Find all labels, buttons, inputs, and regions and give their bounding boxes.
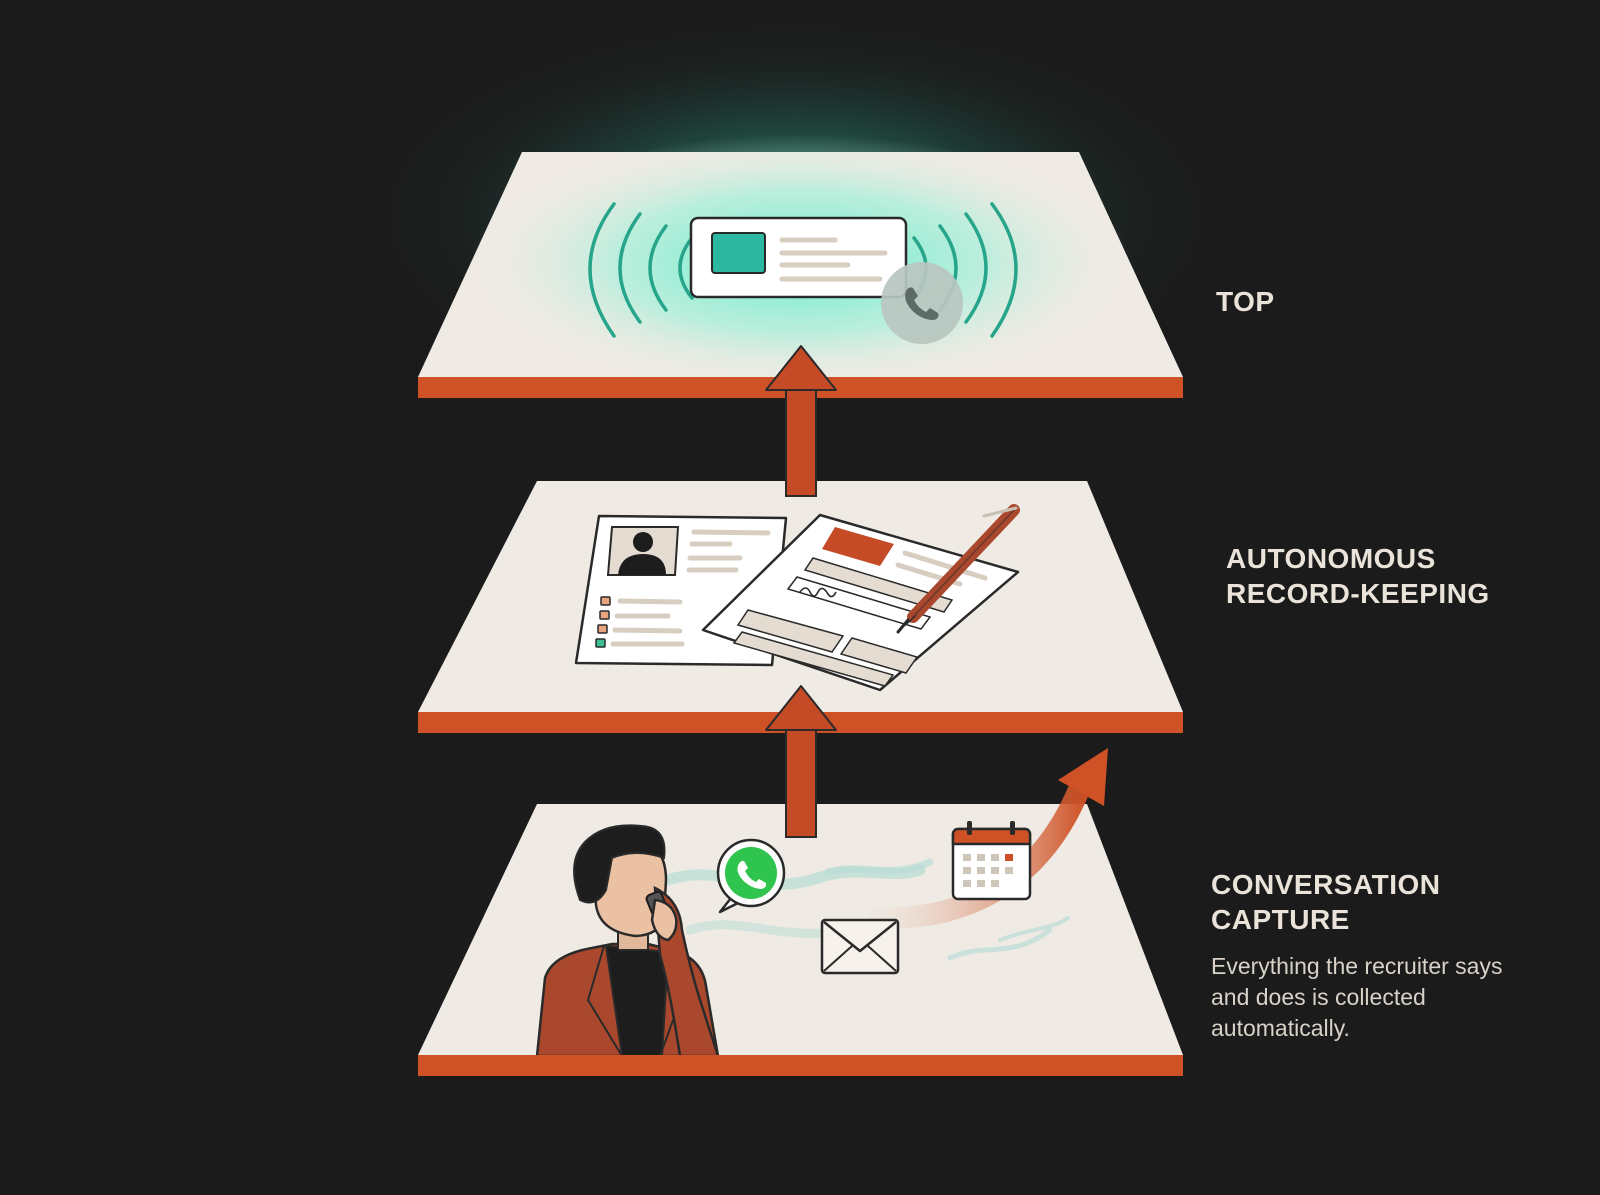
recruiter-on-phone-icon <box>535 824 720 1055</box>
whatsapp-icon <box>716 838 786 914</box>
layer-description-bottom: Everything the recruiter says and does i… <box>1211 953 1503 1041</box>
email-envelope-icon <box>820 918 900 975</box>
calendar-icon <box>951 821 1032 901</box>
signal-waves-icon <box>588 202 1018 338</box>
phone-icon <box>881 262 963 344</box>
layer-label-top: TOP <box>1216 286 1275 317</box>
layer-bottom <box>418 748 1183 1076</box>
flow-arrow-up-2 <box>765 345 837 497</box>
flow-wisp <box>947 927 1053 961</box>
platform-edge-bottom <box>418 1055 1183 1076</box>
layer-middle <box>418 481 1183 733</box>
contact-card-icon <box>689 216 908 299</box>
layer-label-middle: AUTONOMOUS RECORD-KEEPING <box>1226 543 1490 609</box>
pen-icon <box>896 504 1020 634</box>
flow-wisp <box>998 916 1070 942</box>
layer-top <box>418 134 1183 398</box>
contract-document-icon <box>701 513 1020 692</box>
flow-arrow-up-1 <box>765 685 837 838</box>
layer-label-bottom: CONVERSATION CAPTURE <box>1211 869 1441 935</box>
flow-wisp <box>824 858 934 876</box>
